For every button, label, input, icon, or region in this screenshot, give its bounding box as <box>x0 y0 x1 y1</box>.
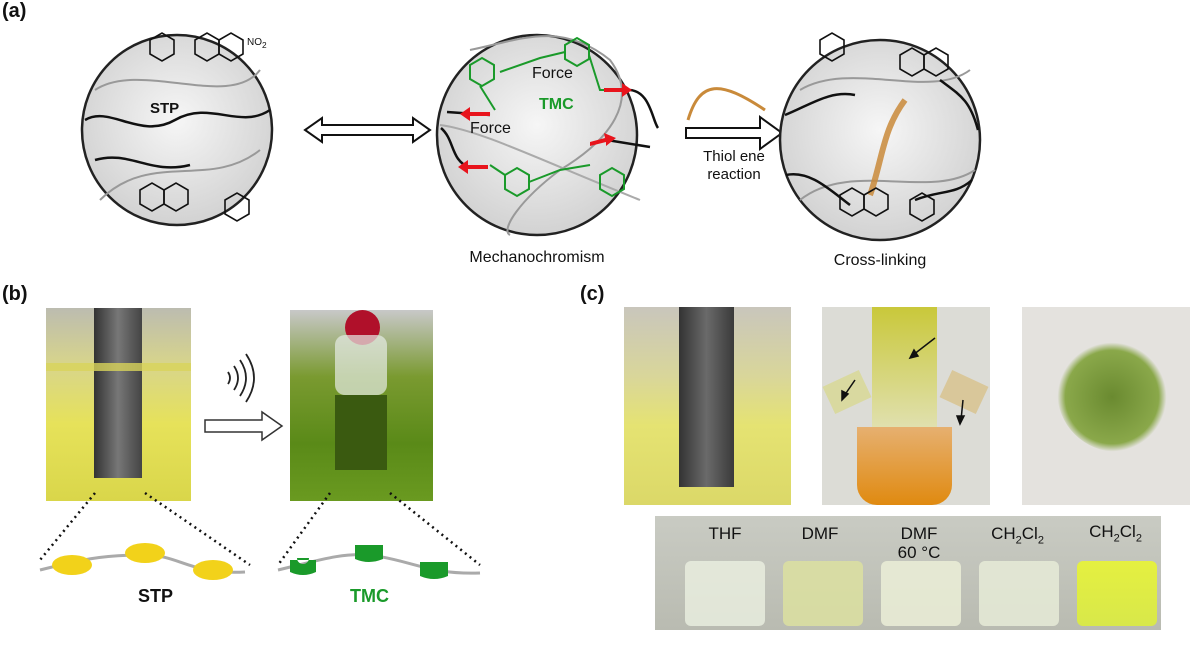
mechanochromism-caption: Mechanochromism <box>469 249 605 266</box>
stp-unit <box>52 555 92 575</box>
crosslinked-gel-pieces-photo <box>1022 307 1190 505</box>
force-arrow-left-bottom <box>458 160 488 174</box>
vial-label-ch2cl2: CH2Cl2 <box>975 524 1060 550</box>
vial-label-dmf: DMF <box>780 524 860 543</box>
tmc-unit <box>420 562 448 579</box>
nitro-label: NO2 <box>247 37 267 50</box>
force-label-top: Force <box>532 65 573 82</box>
tmc-molecule-label: TMC <box>539 96 574 113</box>
stp-unit <box>125 543 165 563</box>
force-arrow-right-bottom <box>590 133 616 146</box>
vial-label-line1: CH2Cl2 <box>1089 522 1142 545</box>
tmc-unit <box>290 558 316 575</box>
cross-linking-caption: Cross-linking <box>833 252 927 269</box>
panel-a-diagram <box>80 32 982 242</box>
vial-label-line1: THF <box>708 524 742 543</box>
reaction-arrow <box>685 115 784 151</box>
vial <box>1077 561 1157 626</box>
stp-circle <box>80 32 274 227</box>
reaction-beaker-photo <box>624 307 791 505</box>
stp-polymer-chain <box>39 553 246 574</box>
crosslinked-circle <box>778 32 982 242</box>
vial-label-line1: CH2Cl2 <box>991 524 1044 547</box>
reaction-label-line1: Thiol ene <box>703 148 765 165</box>
stp-molecule-label: STP <box>150 100 180 117</box>
force-label-left: Force <box>470 120 511 137</box>
panel-c-label: (c) <box>580 283 605 305</box>
vial <box>881 561 961 626</box>
thiol-crosslinker-icon <box>686 87 766 121</box>
vial-label-line1: DMF <box>801 524 839 543</box>
tmc-chain-label: TMC <box>350 586 389 606</box>
tmc-unit <box>355 545 383 562</box>
thiol-ene-reaction-label: Thiol ene reaction <box>694 148 774 184</box>
force-arrow-right-top <box>604 83 632 97</box>
sonication-arrow <box>204 410 284 442</box>
vial <box>685 561 765 626</box>
vial-label-thf: THF <box>685 524 765 543</box>
vial-label-line1: DMF <box>900 524 938 543</box>
panel-b-label: (b) <box>2 283 28 305</box>
gelled-flask-photo <box>822 307 990 505</box>
ultrasound-icon <box>227 353 255 403</box>
vial <box>979 561 1059 626</box>
tmc-polymer-chain <box>277 553 481 575</box>
reaction-label-line2: reaction <box>707 166 761 183</box>
zoom-lines <box>39 491 481 567</box>
stp-solution-photo <box>46 308 191 501</box>
vial <box>783 561 863 626</box>
stp-chain-label: STP <box>138 586 174 606</box>
equilibrium-arrow <box>303 116 432 144</box>
vial-label-line2: 60 °C <box>897 543 941 562</box>
tmc-circle <box>435 33 660 237</box>
vial-label-ch2cl2-dissolved: CH2Cl2 <box>1073 522 1158 548</box>
tmc-solution-photo <box>290 310 433 501</box>
panel-a-label: (a) <box>2 0 27 22</box>
stp-unit <box>193 560 233 580</box>
force-arrow-left-top <box>460 107 490 121</box>
